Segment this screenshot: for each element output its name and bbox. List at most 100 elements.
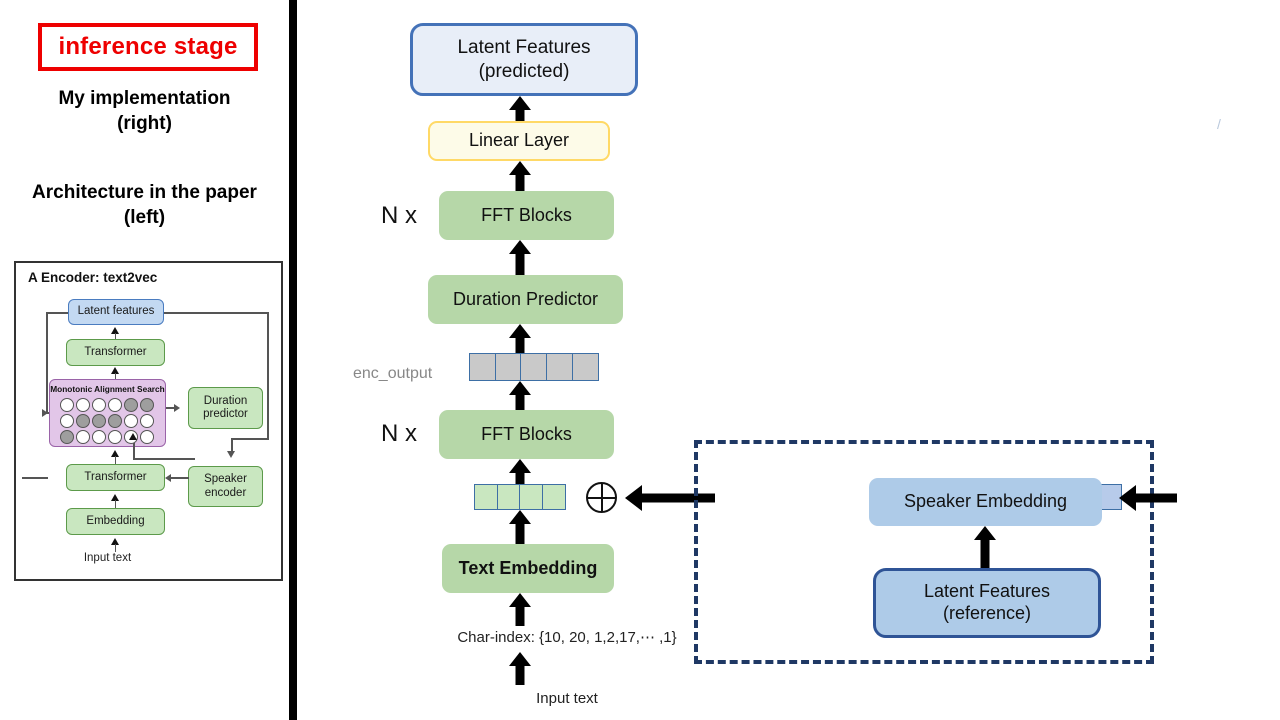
nx-label-top: N x [381, 202, 417, 229]
node-text-embedding-label: Text Embedding [458, 557, 598, 578]
caption-paper-architecture: Architecture in the paper (left) [0, 180, 289, 231]
caption-paper-architecture-line1: Architecture in the paper [32, 182, 257, 203]
paper-line-transformer-to-mas [114, 456, 117, 464]
paper-box-duration-predictor-line2: predictor [203, 408, 248, 420]
paper-feedback-line-top [46, 312, 70, 314]
input-text-label: Input text [536, 690, 598, 707]
arrow-greenstrip-to-fftbot [509, 459, 531, 485]
paper-line-input-to-embedding [114, 544, 117, 552]
caption-my-implementation: My implementation (right) [0, 86, 289, 137]
paper-box-duration-predictor-line1: Duration [203, 394, 248, 407]
enc-output-cell-3 [546, 353, 574, 381]
enc-output-cell-1 [494, 353, 522, 381]
arrow-latentref-to-speakerembed [974, 526, 996, 568]
node-duration-predictor: Duration Predictor [428, 275, 623, 324]
arrow-inputtext-to-charindex [509, 652, 531, 685]
paper-box-transformer-top-label: Transformer [84, 345, 147, 358]
panel-divider [289, 0, 297, 720]
caption-my-implementation-line2: (right) [117, 113, 172, 135]
paper-mas-grid [59, 397, 156, 445]
paper-right-arrow-down [227, 451, 235, 458]
text-embedding-cell-1 [496, 484, 521, 510]
mas-cell-r1-c1 [75, 413, 90, 428]
arrow-linear-to-latent [509, 96, 531, 121]
nx-label-bottom: N x [381, 420, 417, 447]
speaker-reference-group-box [694, 440, 1154, 664]
inference-stage-badge: inference stage [38, 23, 258, 71]
mas-cell-r1-c3 [107, 413, 122, 428]
paper-arrow-embedding-to-transformer [111, 494, 119, 501]
node-fft-blocks-top: FFT Blocks [439, 191, 614, 240]
paper-arrow-transformer-to-latent [111, 327, 119, 334]
inference-stage-label: inference stage [58, 33, 238, 60]
paper-arrow-speaker-to-duration [129, 433, 137, 440]
left-panel: inference stage My implementation (right… [0, 0, 289, 720]
paper-right-line-vertical [267, 312, 269, 439]
paper-input-text-label: Input text [83, 552, 132, 564]
node-latent-features-reference-line1: Latent Features [923, 581, 1051, 602]
mas-cell-r2-c0 [59, 429, 74, 444]
node-latent-features-predicted-line1: Latent Features [457, 37, 591, 59]
paper-box-speaker-encoder-line1: Speaker [204, 473, 247, 486]
node-speaker-embedding-label: Speaker Embedding [903, 491, 1068, 512]
paper-feedback-arrow-mas [42, 409, 48, 417]
paper-line-mas-to-transformer [114, 373, 117, 380]
char-index-label: Char-index: {10, 20, 1,2,17,⋯ ,1} [457, 629, 677, 646]
node-text-embedding: Text Embedding [442, 544, 614, 593]
text-embedding-cell-3 [542, 484, 567, 510]
node-latent-features-reference: Latent Features (reference) [873, 568, 1101, 638]
mas-cell-r0-c3 [107, 397, 122, 412]
text-embedding-cell-0 [474, 484, 498, 510]
mas-cell-r0-c1 [75, 397, 90, 412]
paper-line-speaker-to-transformer [171, 477, 189, 479]
paper-box-latent-features: Latent features [68, 299, 164, 325]
arrow-textembed-to-greenstrip [509, 510, 531, 544]
paper-line-left-into-transformer [22, 477, 48, 479]
paper-mas-label: Monotonic Alignment Search [50, 384, 165, 394]
paper-right-line-bottom [231, 438, 269, 440]
mas-cell-r2-c1 [75, 429, 90, 444]
arrow-speaker-to-plus [625, 484, 715, 511]
mas-cell-r1-c4 [123, 413, 138, 428]
arrow-fftbot-to-encoutput [509, 381, 531, 410]
paper-line-speaker-elbow-v [133, 443, 135, 459]
paper-arrow-input-to-embedding [111, 538, 119, 545]
paper-arrow-mas-to-transformer [111, 367, 119, 374]
plus-operator-icon [586, 482, 617, 513]
paper-right-line-down [231, 438, 233, 452]
paper-box-transformer-top: Transformer [66, 339, 165, 366]
node-fft-blocks-bottom: FFT Blocks [439, 410, 614, 459]
paper-feedback-line-left [46, 312, 48, 413]
paper-box-embedding: Embedding [66, 508, 165, 535]
node-latent-features-reference-line2: (reference) [942, 603, 1032, 623]
paper-arrow-speaker-to-transformer [165, 474, 171, 482]
paper-box-latent-features-label: Latent features [77, 305, 155, 318]
paper-box-transformer-bottom-label: Transformer [84, 470, 147, 483]
node-fft-blocks-bottom-label: FFT Blocks [481, 423, 572, 444]
caption-paper-architecture-line2: (left) [123, 207, 166, 229]
caption-my-implementation-line1: My implementation [58, 88, 231, 109]
paper-box-transformer-bottom: Transformer [66, 464, 165, 491]
paper-arrow-transformer-to-mas [111, 450, 119, 457]
node-speaker-embedding: Speaker Embedding [869, 478, 1102, 526]
paper-arrow-mas-to-duration [174, 404, 180, 412]
mas-cell-r0-c2 [91, 397, 106, 412]
paper-line-speaker-elbow-h [133, 458, 195, 460]
mas-cell-r1-c5 [139, 413, 154, 428]
enc-output-token-strip [469, 353, 599, 381]
node-duration-predictor-label: Duration Predictor [452, 288, 599, 309]
mas-cell-r2-c5 [139, 429, 154, 444]
arrow-duration-to-ffttop [509, 240, 531, 275]
mas-cell-r0-c0 [59, 397, 74, 412]
node-latent-features-predicted: Latent Features (predicted) [410, 23, 638, 96]
enc-output-cell-4 [571, 353, 599, 381]
main-diagram: Latent Features (predicted) Linear Layer… [297, 0, 1280, 720]
enc-output-cell-2 [520, 353, 548, 381]
arrow-encoutput-to-duration [509, 324, 531, 353]
enc-output-label: enc_output [353, 365, 433, 382]
arrow-ffttop-to-linear [509, 161, 531, 191]
enc-output-cell-0 [469, 353, 496, 381]
mas-cell-r2-c3 [107, 429, 122, 444]
paper-line-mas-to-duration [166, 407, 175, 409]
